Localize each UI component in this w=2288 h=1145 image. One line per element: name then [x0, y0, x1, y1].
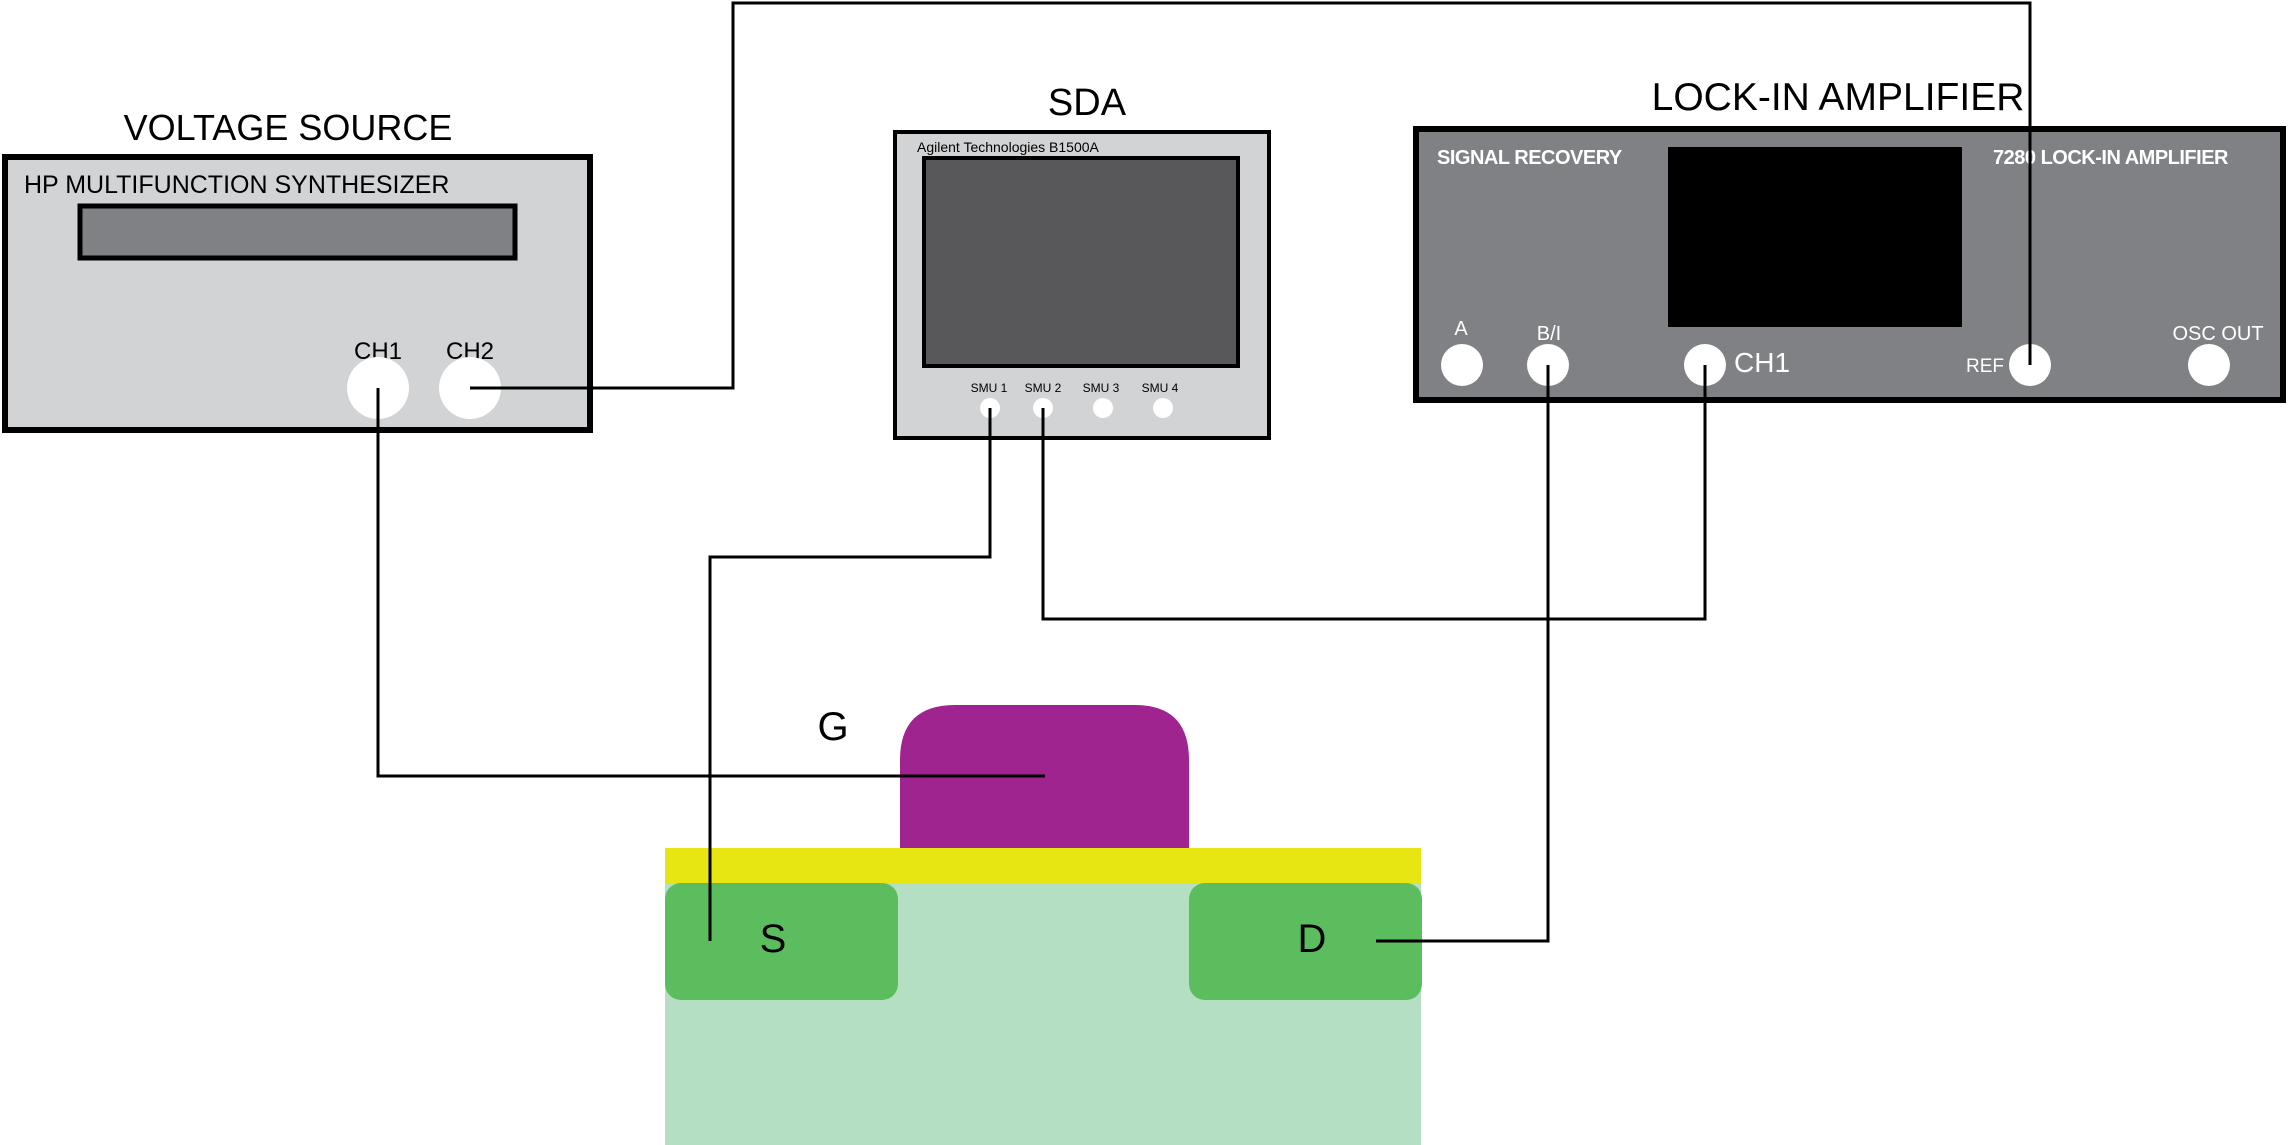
mosfet-device: G S D — [665, 705, 1422, 1145]
port-osc-out[interactable] — [2188, 344, 2230, 386]
wire-smu1-to-source — [708, 408, 992, 941]
wire-drain-to-bi — [1376, 365, 1550, 943]
lock-in-screen — [1668, 147, 1962, 327]
voltage-source-display — [77, 203, 518, 261]
smu4-label: SMU 4 — [1142, 381, 1179, 395]
sda-screen — [922, 156, 1240, 368]
sda-brand: Agilent Technologies B1500A — [917, 139, 1100, 155]
smu3-label: SMU 3 — [1083, 381, 1120, 395]
wire-smu2-to-lockin-ch1 — [1041, 365, 1707, 621]
source-contact — [665, 883, 898, 1000]
wire-ch1-to-gate — [376, 388, 1045, 778]
port-a-label: A — [1454, 318, 1468, 340]
port-ch1-label: CH1 — [1734, 347, 1790, 378]
voltage-source-panel-label: HP MULTIFUNCTION SYNTHESIZER — [24, 171, 450, 199]
drain-contact — [1189, 883, 1422, 1000]
voltage-source: VOLTAGE SOURCE HP MULTIFUNCTION SYNTHESI… — [2, 107, 593, 433]
lock-in-title: LOCK-IN AMPLIFIER — [1652, 76, 2025, 119]
sda-title: SDA — [1048, 82, 1127, 124]
lock-in-amplifier: LOCK-IN AMPLIFIER SIGNAL RECOVERY 7280 L… — [1413, 76, 2286, 403]
port-a[interactable] — [1441, 344, 1483, 386]
smu3-port[interactable] — [1093, 398, 1113, 418]
port-bi-label: B/I — [1537, 323, 1561, 345]
port-ref-label: REF — [1966, 356, 2004, 377]
smu2-label: SMU 2 — [1025, 381, 1062, 395]
gate-label: G — [817, 705, 848, 749]
voltage-source-title: VOLTAGE SOURCE — [124, 107, 453, 148]
wiring — [376, 1, 2032, 943]
gate-oxide — [665, 848, 1421, 884]
smu4-port[interactable] — [1153, 398, 1173, 418]
wire-ch2-to-ref — [470, 1, 2032, 390]
lock-in-brand: SIGNAL RECOVERY — [1437, 147, 1623, 169]
lock-in-model: 7280 LOCK-IN AMPLIFIER — [1993, 147, 2229, 169]
smu1-label: SMU 1 — [971, 381, 1008, 395]
port-osc-out-label: OSC OUT — [2172, 323, 2263, 345]
source-label: S — [760, 917, 787, 961]
drain-label: D — [1298, 917, 1327, 961]
sda-analyzer: SDA Agilent Technologies B1500A SMU 1 SM… — [893, 82, 1271, 440]
